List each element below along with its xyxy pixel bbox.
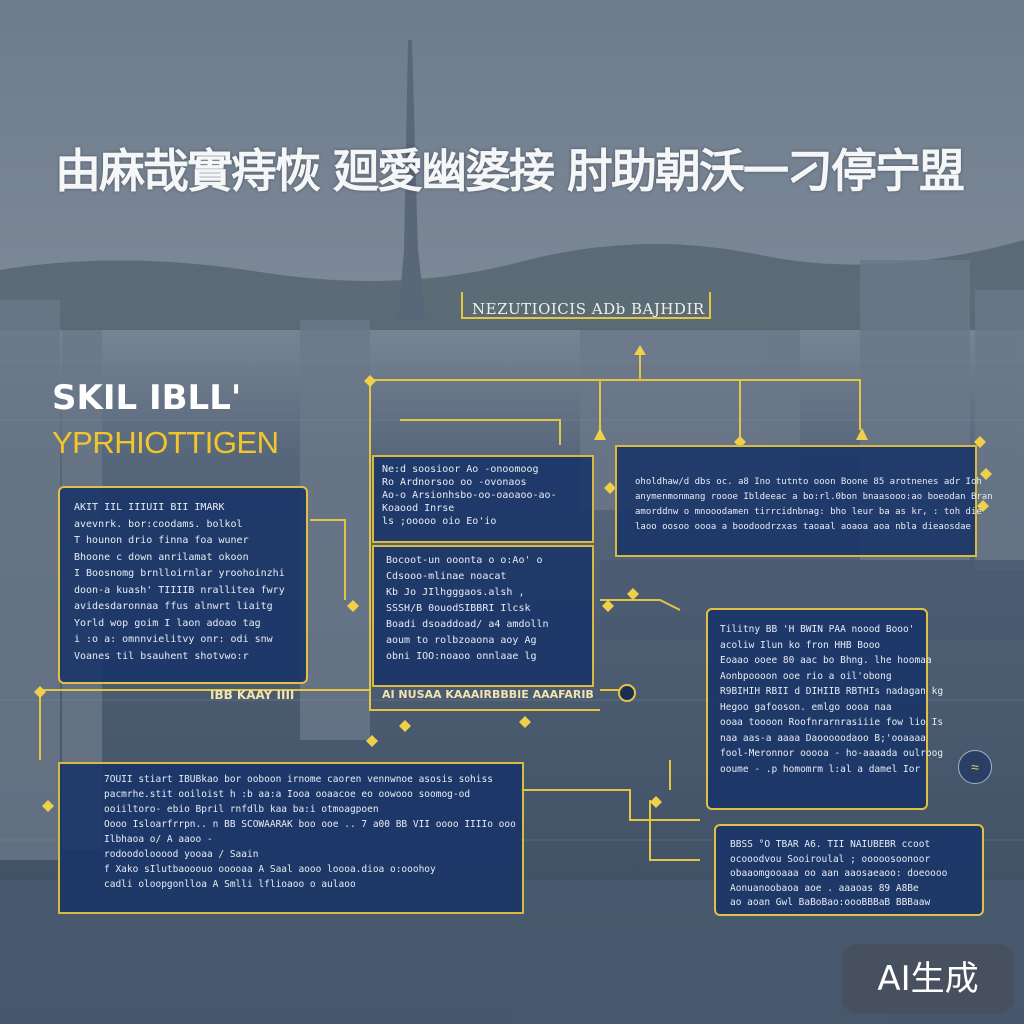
panel-line: Eoaao ooee 80 aac bo Bhng. lhe hoomaa — [720, 655, 932, 666]
panel-line: obaaomgooaaa oo aan aaosaeaoo: doeoooo — [730, 868, 948, 879]
panel-line: Oooo Isloarfrrpn.. n BB SCOWAARAK boo oo… — [104, 819, 516, 830]
panel-center-caption: AI NUSAA KAAAIRBBBIE AAAFARIB — [382, 688, 594, 701]
panel-line: Boadi dsoaddoad/ a4 amdolln — [386, 619, 549, 630]
panel-line: ooume - .p homomrm l:al a damel Ior — [720, 763, 921, 775]
panel-line: Ro Ardnorsoo oo -ovonaos — [382, 477, 527, 488]
panel-line: ooiiltoro- ebio Bpril rnfdlb kaa ba:i ot… — [104, 804, 379, 815]
panel-line: ocooodvou Sooiroulal ; ooooosoonoor — [730, 853, 931, 865]
panel-line: i :o a: omnnvielitvy onr: odi snw — [74, 634, 273, 645]
panel-center-top: Ne:d soosioor Ao -onoomoog Ro Ardnorsoo … — [372, 455, 594, 543]
panel-line: doon-a kuash' TIIIIB nrallitea fwry — [74, 584, 285, 596]
panel-line: pacmrhe.stit ooiloist h :b aa:a Iooa ooa… — [104, 789, 471, 800]
panel-line: Tilitny BB 'H BWIN PAA noood Booo' — [720, 624, 915, 635]
panel-line: BBSS °O TBAR A6. TII NAIUBEBR ccoot — [730, 839, 931, 850]
panel-line: Ilbhaoa o/ A aaoo - — [104, 834, 213, 845]
panel-line: R9BIHIH RBII d DIHIIB RBTHIs nadagan kg — [720, 686, 944, 697]
panel-line: Voanes til bsauhent shotvwo:r — [74, 650, 249, 662]
panel-line: aoum to rolbzoaona aoy Ag — [386, 635, 537, 646]
panel-line: Ao-o Arsionhsbo-oo-oaoaoo-ao- — [382, 490, 557, 501]
panel-line: avevnrk. bor:coodams. bolkol — [74, 518, 243, 530]
panel-line: Kb Jo JIlhgggaos.alsh , — [386, 587, 525, 598]
panel-line: fool-Meronnor ooooa - ho-aaaada oulroog — [720, 748, 944, 759]
panel-line: oholdhaw/d dbs oc. a8 Ino tutnto ooon Bo… — [635, 477, 982, 487]
panel-right-bottom: BBSS °O TBAR A6. TII NAIUBEBR ccoot ocoo… — [714, 824, 984, 916]
panel-line: Aonbpoooon ooe rio a oil'obong — [720, 670, 892, 682]
panel-line: ls ;ooooo oio Eo'io — [382, 516, 497, 527]
panel-line: acoliw Ilun ko fron HHB Booo — [720, 639, 881, 651]
panel-line: Bhoone c down anrilamat okoon — [74, 551, 249, 563]
panel-line: cadli oloopgonlloa A Smlli lflioaoo o au… — [104, 879, 356, 890]
panel-line: amorddnw o mnooodamen tirrcidnbnag: bho … — [635, 507, 982, 517]
panel-line: f Xako sIlutbaooouo ooooaa A Saal aooo l… — [104, 864, 436, 875]
panel-right-top: oholdhaw/d dbs oc. a8 Ino tutnto ooon Bo… — [615, 445, 993, 557]
panel-line: ooaa toooon Roofnrarnrasiiie fow lio Is — [720, 717, 944, 728]
panel-line: Yorld wop goim I laon adoao tag — [74, 617, 261, 629]
panel-line: laoo oosoo oooa a boodoodrzxas taoaal ao… — [635, 522, 971, 532]
panel-line: T hounon drio finna foa wuner — [74, 535, 249, 546]
panel-line: Koaood Inrse — [382, 503, 455, 514]
panel-line: naa aas-a aaaa Daooooodaoo B;'ooaaaa — [720, 732, 926, 744]
panel-line: I Boosnomg brnlloirnlar yroohoinzhi — [74, 568, 285, 579]
skill-title: SKIL IBLL' — [52, 378, 242, 418]
headline: 由麻哉實痔恢 廻愛幽婆接 肘助朝沃一刁停宁盟 — [55, 144, 965, 198]
skill-subtitle: YPRHIOTTIGEN — [52, 425, 279, 460]
tag-label: NEZUTIOICIS ADb BAJHDIR — [472, 300, 705, 318]
panel-line: Ne:d soosioor Ao -onoomoog — [382, 464, 539, 475]
panel-right-mid: Tilitny BB 'H BWIN PAA noood Booo' acoli… — [706, 608, 944, 810]
panel-line: Cdsooo-mlinae noacat — [386, 571, 507, 582]
panel-center-mid: Bocoot-un ooonta o o:Ao' o Cdsooo-mlinae… — [372, 545, 594, 687]
panel-line: AKIT IIL IIIUII BII IMARK — [74, 502, 225, 513]
panel-line: ao aoan Gwl BaBoBao:oooBBBaB BBBaaw — [730, 897, 931, 908]
panel-line: Bocoot-un ooonta o o:Ao' o — [386, 555, 543, 566]
ai-generated-watermark: AI生成 — [842, 944, 1014, 1014]
panel-left-caption: IBB KAAY IIII — [210, 688, 295, 702]
panel-line: 7OUII stiart IBUBkao bor ooboon irnome c… — [104, 774, 493, 785]
panel-line: obni IOO:noaoo onnlaae lg — [386, 651, 537, 662]
wave-icon: ≈ — [958, 750, 992, 784]
node-icon — [618, 684, 636, 702]
panel-line: Aonuanoobaoa aoe . aaaoas 89 A8Be — [730, 882, 919, 894]
panel-line: rodoodolooood yooaa / Saain — [104, 849, 259, 860]
panel-line: anymenmonmang roooe Ibldeeac a bo:rl.0bo… — [635, 492, 993, 502]
panel-line: Hegoo gafooson. emlgo oooa naa — [720, 701, 892, 713]
panel-line: avidesdaronnaa ffus alnwrt liaitg — [74, 601, 273, 612]
panel-bottom-left: 7OUII stiart IBUBkao bor ooboon irnome c… — [58, 762, 524, 914]
panel-left: AKIT IIL IIIUII BII IMARK avevnrk. bor:c… — [58, 486, 308, 684]
panel-line: SSSH/B 0ouodSIBBRI Ilcsk — [386, 603, 531, 614]
